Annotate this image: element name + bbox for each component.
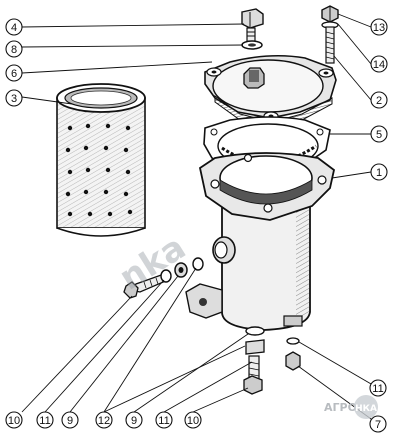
side-bolt-assembly <box>123 257 204 299</box>
leader-lines <box>21 13 379 425</box>
top-bolt <box>241 8 264 43</box>
callout-2: 2 <box>370 91 388 109</box>
callout-bottom-9b: 9 <box>125 411 143 429</box>
callout-bottom-9a: 9 <box>61 411 79 429</box>
callout-6: 6 <box>5 64 23 82</box>
callout-right-7-label: 7 <box>375 419 381 431</box>
callout-3-label: 3 <box>11 93 17 105</box>
top-washer <box>241 40 263 50</box>
corner-watermark-badge: НКА <box>355 404 377 414</box>
callout-bottom-10b-label: 10 <box>187 415 199 427</box>
corner-watermark-logo: АГРО НКА <box>324 395 378 419</box>
callout-4-label: 4 <box>11 22 17 34</box>
callout-3: 3 <box>5 89 23 107</box>
callout-14: 14 <box>370 55 388 73</box>
callout-5-label: 5 <box>376 129 382 141</box>
callout-8: 8 <box>5 40 23 58</box>
callout-4: 4 <box>5 18 23 36</box>
callout-14-label: 14 <box>373 59 385 71</box>
corner-watermark-prefix: АГРО <box>324 401 357 414</box>
callout-1: 1 <box>370 163 388 181</box>
drain-plug-assembly <box>243 326 301 395</box>
callout-bottom-10b: 10 <box>184 411 202 429</box>
callouts: 4 8 6 3 13 14 2 5 <box>5 18 388 433</box>
callout-13-label: 13 <box>373 22 385 34</box>
callout-bottom-9a-label: 9 <box>67 415 73 427</box>
callout-bottom-11a-label: 11 <box>39 415 50 427</box>
callout-5: 5 <box>370 125 388 143</box>
right-stud-assembly <box>321 5 339 64</box>
callout-bottom-11a: 11 <box>36 411 54 429</box>
center-watermark: nka <box>112 227 192 298</box>
callout-6-label: 6 <box>11 68 17 80</box>
filter-element <box>56 83 146 237</box>
callout-right-11: 11 <box>369 379 387 397</box>
callout-right-11-label: 11 <box>372 383 383 395</box>
callout-bottom-12: 12 <box>95 411 113 429</box>
callout-13: 13 <box>370 18 388 36</box>
callout-bottom-11b: 11 <box>155 411 173 429</box>
callout-right-7: 7 <box>369 415 387 433</box>
callout-bottom-10a-label: 10 <box>8 415 20 427</box>
callout-2-label: 2 <box>376 95 382 107</box>
callout-8-label: 8 <box>11 44 17 56</box>
callout-bottom-10a: 10 <box>5 411 23 429</box>
callout-bottom-11b-label: 11 <box>158 415 169 427</box>
filter-perforations <box>65 123 133 217</box>
callout-1-label: 1 <box>376 167 382 179</box>
filter-housing <box>185 152 336 331</box>
filter-cover <box>204 54 337 129</box>
callout-bottom-9b-label: 9 <box>131 415 137 427</box>
callout-bottom-12-label: 12 <box>98 415 110 427</box>
